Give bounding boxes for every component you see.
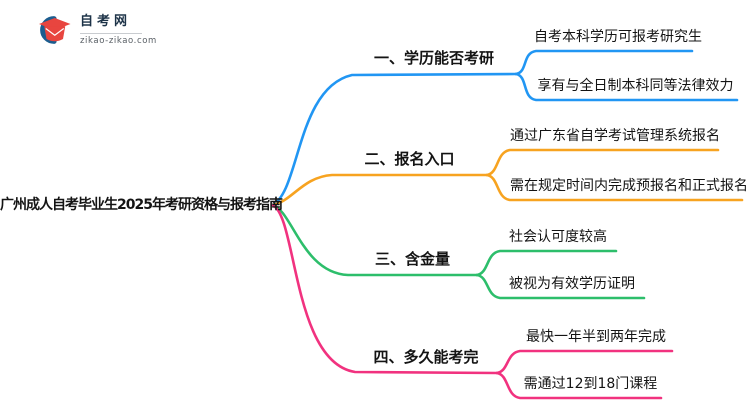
branch-4-main-line	[270, 203, 499, 375]
branch-4-lines	[270, 203, 674, 400]
graduation-cap-logo-icon	[39, 16, 71, 44]
branch-1-lines	[270, 49, 739, 207]
branch-2-lines	[270, 148, 744, 207]
branch-2-label: 二、报名入口	[364, 150, 455, 168]
branch-4-label: 四、多久能考完	[373, 348, 479, 366]
branch-2-child-1-line	[485, 148, 720, 177]
branch-3-main-line	[270, 203, 479, 277]
branch-2-child-1-label: 通过广东省自学考试管理系统报名	[510, 128, 720, 144]
branch-1-child-2-line	[514, 72, 739, 102]
branch-4-child-1-label: 最快一年半到两年完成	[526, 329, 666, 345]
branch-2-child-2-label: 需在规定时间内完成预报名和正式报名	[510, 178, 748, 194]
branch-1-label: 一、学历能否考研	[373, 49, 494, 67]
branch-4-child-1-line	[495, 349, 674, 375]
branch-4-child-2-line	[495, 371, 663, 400]
root-node-title: 广州成人自考毕业生2025年考研资格与报考指南	[0, 197, 283, 213]
branch-1-child-1-line	[514, 49, 694, 76]
branch-4-child-2-label: 需通过12到18门课程	[523, 376, 658, 392]
branch-3-label: 三、含金量	[374, 250, 450, 268]
branch-1-main-line	[270, 72, 518, 207]
site-name: 自考网	[80, 14, 132, 29]
branch-1-child-1-label: 自考本科学历可报考研究生	[534, 29, 702, 45]
site-logo: 自考网 zikao-zikao.com	[30, 10, 157, 50]
branch-2-main-line	[270, 173, 489, 207]
site-url: zikao-zikao.com	[80, 36, 157, 46]
branch-3-child-2-line	[475, 273, 646, 300]
branch-3-lines	[270, 203, 646, 300]
branch-3-child-1-label: 社会认可度较高	[509, 229, 607, 245]
logo-divider	[80, 33, 142, 34]
branch-3-child-2-label: 被视为有效学历证明	[509, 276, 635, 292]
branch-3-child-1-line	[475, 249, 618, 277]
site-logo-text: 自考网 zikao-zikao.com	[80, 14, 157, 46]
branch-2-child-2-line	[485, 173, 744, 202]
branch-1-child-2-label: 享有与全日制本科同等法律效力	[537, 78, 734, 94]
